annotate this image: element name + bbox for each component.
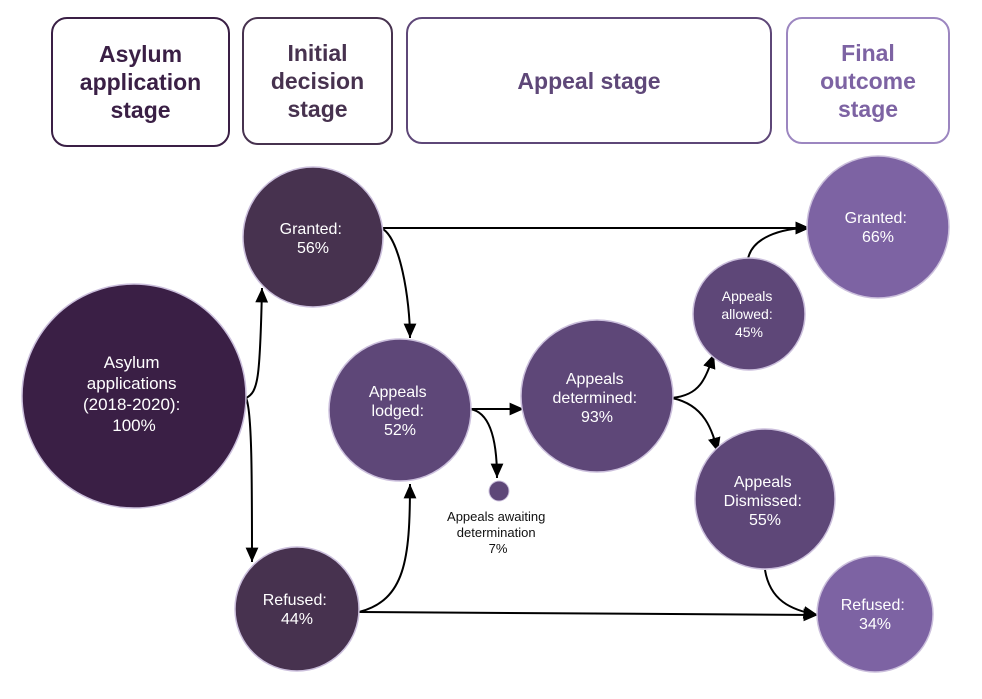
svg-text:Refused: 34%: Refused: 34% [841, 597, 910, 633]
appeals-allowed-line-2: allowed: [721, 306, 772, 322]
svg-text:Refused: 44%: Refused: 44% [263, 592, 332, 628]
svg-text:Appeals awaiting determi: Appeals awaiting determination 7% [447, 509, 549, 556]
svg-text:Granted: 56%: Granted: 56% [280, 221, 347, 257]
svg-text:Asylum applications: Asylum applications (2018-2020): 100% [83, 353, 185, 435]
granted-initial-line-2: 56% [297, 240, 329, 257]
stage-application-label: Asylum application stage [79, 41, 202, 123]
refused-initial-line-2: 44% [281, 611, 313, 628]
appeals-lodged-line-2: lodged: [372, 403, 425, 420]
granted-final-line-1: Granted: [845, 210, 907, 227]
svg-text:Appeals Dismissed:: Appeals Dismissed: 55% [724, 474, 807, 529]
edge-allowed-to-granted-final [747, 221, 811, 260]
node-appeals-dismissed: Appeals Dismissed: 55% [694, 428, 836, 570]
appeals-allowed-line-3: 45% [735, 324, 763, 340]
edge-applications-to-granted [245, 287, 269, 399]
refused-final-line-2: 34% [859, 616, 891, 633]
granted-initial-line-1: Granted: [280, 221, 342, 238]
node-appeals-determined: Appeals determined: 93% [520, 319, 674, 473]
refused-final-line-1: Refused: [841, 597, 905, 614]
node-applications: Asylum applications (2018-2020): 100% [21, 283, 247, 509]
stage-final-header: Final outcome stage [786, 17, 950, 144]
appeals-determined-line-1: Appeals [566, 371, 624, 388]
applications-line-2: applications [87, 374, 177, 393]
appeals-dismissed-line-1: Appeals [734, 474, 792, 491]
appeals-lodged-line-1: Appeals [369, 384, 427, 401]
edge-dismissed-to-refused-final [764, 569, 819, 619]
svg-text:Granted: 66%: Granted: 66% [845, 210, 912, 246]
node-appeals-lodged: Appeals lodged: 52% [328, 338, 472, 482]
svg-text:Appeals lodged: 52: Appeals lodged: 52% [369, 384, 431, 439]
appeals-awaiting-line-2: determination [457, 525, 536, 540]
stage-initial-header: Initial decision stage [242, 17, 393, 145]
edge-lodged-to-awaiting [469, 408, 504, 479]
edge-refused-to-refused-final [358, 608, 819, 622]
stage-initial-label: Initial decision stage [270, 40, 365, 122]
stage-appeal-label: Appeal stage [517, 67, 661, 94]
edges [245, 221, 819, 622]
applications-line-4: 100% [112, 416, 155, 435]
appeals-awaiting-line-1: Appeals awaiting [447, 509, 545, 524]
node-appeals-allowed: Appeals allowed: 45% [692, 257, 806, 371]
appeals-dismissed-line-2: Dismissed: [724, 493, 802, 510]
appeals-determined-line-3: 93% [581, 409, 613, 426]
appeals-determined-line-2: determined: [553, 390, 638, 407]
applications-line-3: (2018-2020): [83, 395, 180, 414]
appeals-dismissed-line-3: 55% [749, 512, 781, 529]
svg-text:Appeals allowed: 4: Appeals allowed: 45% [721, 288, 776, 340]
stage-application-header: Asylum application stage [51, 17, 230, 147]
node-granted-final: Granted: 66% [806, 155, 950, 299]
edge-refused-to-lodged [358, 483, 417, 613]
node-refused-initial: Refused: 44% [234, 546, 360, 672]
appeals-lodged-line-3: 52% [384, 422, 416, 439]
stage-final-label: Final outcome stage [820, 39, 916, 122]
edge-determined-to-dismissed [671, 397, 721, 453]
granted-final-line-2: 66% [862, 229, 894, 246]
node-appeals-awaiting: Appeals awaiting determination 7% [447, 480, 549, 556]
applications-line-1: Asylum [104, 353, 160, 372]
stage-appeal-header: Appeal stage [406, 17, 772, 144]
svg-text:Appeals determined:: Appeals determined: 93% [553, 371, 642, 426]
edge-applications-to-refused [245, 397, 259, 563]
node-granted-initial: Granted: 56% [242, 166, 384, 308]
node-refused-final: Refused: 34% [816, 555, 934, 673]
appeals-allowed-line-1: Appeals [722, 288, 773, 304]
edge-granted-to-lodged [380, 227, 417, 339]
refused-initial-line-1: Refused: [263, 592, 327, 609]
appeals-awaiting-line-3: 7% [489, 541, 508, 556]
edge-determined-to-allowed [671, 353, 716, 399]
